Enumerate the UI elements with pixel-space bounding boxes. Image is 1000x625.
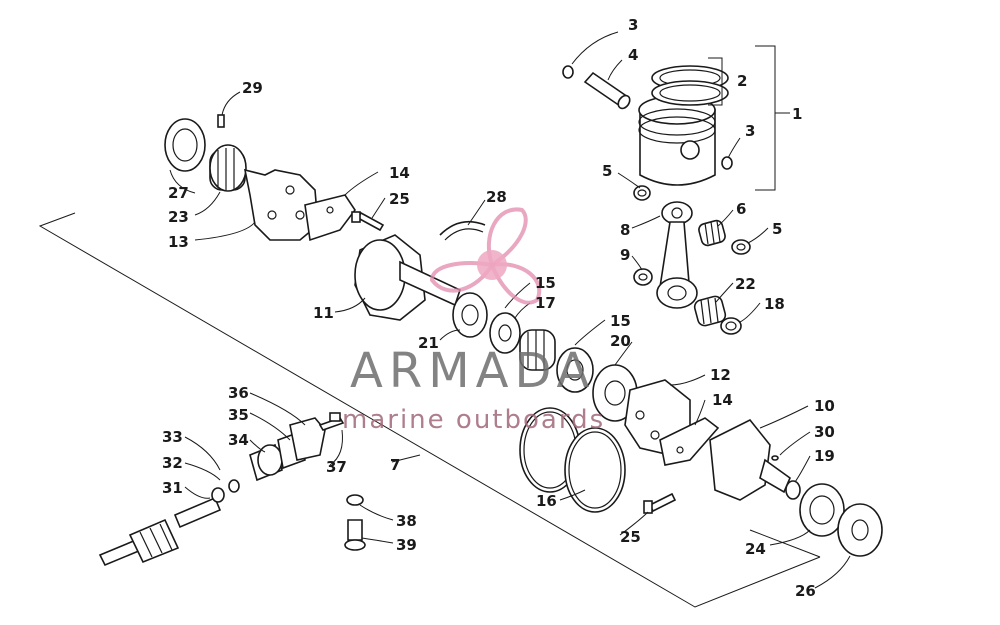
callout-14b: 14: [712, 391, 733, 409]
callout-3: 3: [628, 16, 638, 34]
callout-31: 31: [162, 479, 183, 497]
crank-web-group: [354, 220, 486, 321]
callout-29: 29: [242, 79, 263, 97]
callout-3b: 3: [745, 122, 755, 140]
callout-24: 24: [745, 540, 766, 558]
callout-21: 21: [418, 334, 439, 352]
callout-5: 5: [602, 162, 612, 180]
callout-32: 32: [162, 454, 183, 472]
callout-20: 20: [610, 332, 631, 350]
assembly-outline: [38, 212, 821, 608]
callout-35: 35: [228, 406, 249, 424]
left-crank-group: [164, 114, 385, 242]
callout-38: 38: [396, 512, 417, 530]
callout-18: 18: [764, 295, 785, 313]
watermark: ARMADA marine outboards: [342, 207, 605, 435]
callout-4: 4: [628, 46, 638, 64]
callout-39: 39: [396, 536, 417, 554]
callout-33: 33: [162, 428, 183, 446]
callout-8: 8: [620, 221, 630, 239]
callout-23: 23: [168, 208, 189, 226]
callout-27: 27: [168, 184, 189, 202]
callout-34: 34: [228, 431, 249, 449]
callout-25b: 25: [620, 528, 641, 546]
callout-11: 11: [313, 304, 334, 322]
callout-13: 13: [168, 233, 189, 251]
callout-22: 22: [735, 275, 756, 293]
callout-14: 14: [389, 164, 410, 182]
callout-7: 7: [390, 456, 400, 474]
center-bearing-group: [452, 292, 638, 422]
callout-30: 30: [814, 423, 835, 441]
watermark-brand: ARMADA: [350, 343, 595, 399]
callout-26: 26: [795, 582, 816, 600]
callout-labels: 3 4 2 1 3 5 6 5 8 9 22 18 29 14 25 27 23…: [162, 16, 835, 600]
connecting-rod-group: [633, 185, 751, 335]
callout-37: 37: [326, 458, 347, 476]
callout-28: 28: [486, 188, 507, 206]
piston-group: [562, 45, 776, 191]
right-crank-group: [624, 379, 883, 557]
callout-17: 17: [535, 294, 556, 312]
callout-1: 1: [792, 105, 802, 123]
callout-9: 9: [620, 246, 630, 264]
callout-36: 36: [228, 384, 249, 402]
seal-rings-group: [519, 407, 626, 513]
callout-10: 10: [814, 397, 835, 415]
drive-shaft-group: [98, 412, 366, 567]
leader-lines: [169, 31, 851, 589]
propeller-logo-icon: [429, 207, 542, 305]
callout-25: 25: [389, 190, 410, 208]
callout-6: 6: [736, 200, 746, 218]
callout-15: 15: [535, 274, 556, 292]
callout-5b: 5: [772, 220, 782, 238]
callout-16: 16: [536, 492, 557, 510]
callout-15b: 15: [610, 312, 631, 330]
watermark-tagline: marine outboards: [342, 405, 605, 435]
callout-19: 19: [814, 447, 835, 465]
callout-12: 12: [710, 366, 731, 384]
callout-2: 2: [737, 72, 747, 90]
